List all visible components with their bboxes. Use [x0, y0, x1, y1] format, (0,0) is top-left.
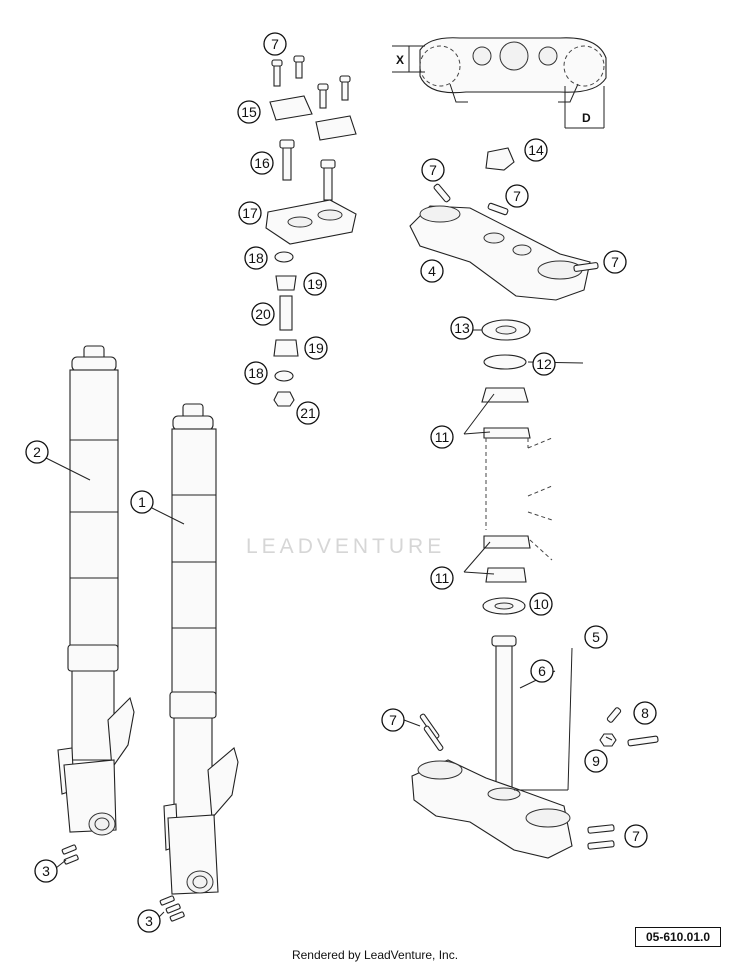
callout-lower-clamp-pinch-bolts: 7	[624, 824, 648, 848]
callout-stop-nut: 9	[584, 749, 608, 773]
svg-text:13: 13	[454, 320, 470, 336]
upper-triple-clamp-plan-drawing	[419, 37, 607, 103]
callout-bearing-upper: 11	[430, 425, 454, 449]
svg-text:19: 19	[308, 340, 324, 356]
svg-text:7: 7	[389, 712, 397, 728]
callout-handlebar-clamp-upper: 15	[237, 100, 261, 124]
callout-seal-ring: 12	[532, 352, 556, 376]
svg-text:7: 7	[513, 188, 521, 204]
svg-text:3: 3	[42, 863, 50, 879]
svg-text:6: 6	[538, 663, 546, 679]
render-credit: Rendered by LeadVenture, Inc.	[291, 948, 459, 962]
svg-text:12: 12	[536, 356, 552, 372]
callout-handlebar-clamp-lower: 17	[238, 201, 262, 225]
svg-text:7: 7	[429, 162, 437, 178]
svg-text:2: 2	[33, 444, 41, 460]
callout-fork-leg-left: 2	[25, 440, 49, 464]
diagram-code: 05-610.01.0	[635, 927, 721, 947]
lower-triple-clamp-drawing	[411, 635, 659, 859]
callout-spacer-sleeve: 20	[251, 302, 275, 326]
callout-collar-nut: 21	[296, 401, 320, 425]
stem-nut-drawing	[485, 147, 515, 171]
callout-dust-seal-lower: 10	[529, 592, 553, 616]
svg-text:14: 14	[528, 142, 544, 158]
svg-text:16: 16	[254, 155, 270, 171]
callout-rubber-bushing-lower: 19	[304, 336, 328, 360]
svg-text:4: 4	[428, 263, 436, 279]
svg-text:15: 15	[241, 104, 257, 120]
svg-text:7: 7	[632, 828, 640, 844]
callout-axle-clamp-screws-right: 3	[137, 909, 161, 933]
callout-bearing-lower: 11	[430, 566, 454, 590]
callout-washer-lower: 18	[244, 361, 268, 385]
axle-clamp-screws-right-drawing	[159, 895, 185, 922]
svg-text:7: 7	[271, 36, 279, 52]
handlebar-clamp-stack-drawing	[265, 55, 357, 407]
callout-dust-cover: 13	[450, 316, 474, 340]
callout-upper-clamp-pinch-bolt: 7	[603, 250, 627, 274]
callout-stem-nut: 14	[524, 138, 548, 162]
callout-upper-clamp-bolt-left: 7	[421, 158, 445, 182]
svg-text:8: 8	[641, 705, 649, 721]
callout-steering-stem: 6	[530, 659, 554, 683]
callout-upper-clamp-bolt-right: 7	[505, 184, 529, 208]
callout-handlebar-clamp-bolts: 7	[263, 32, 287, 56]
svg-text:10: 10	[533, 596, 549, 612]
callout-handlebar-clamp-screw: 16	[250, 151, 274, 175]
svg-text:11: 11	[435, 570, 450, 586]
callout-fork-leg-right: 1	[130, 490, 154, 514]
upper-triple-clamp-drawing	[409, 183, 599, 301]
callout-lower-triple-clamp: 5	[584, 625, 608, 649]
svg-text:11: 11	[435, 429, 450, 445]
svg-text:19: 19	[307, 276, 323, 292]
fork-leg-left-drawing	[57, 345, 135, 836]
svg-text:3: 3	[145, 913, 153, 929]
callout-axle-clamp-screws-left: 3	[34, 859, 58, 883]
callout-washer-upper: 18	[244, 246, 268, 270]
svg-text:5: 5	[592, 629, 600, 645]
callout-upper-triple-clamp: 4	[420, 259, 444, 283]
svg-text:18: 18	[248, 365, 264, 381]
svg-text:1: 1	[138, 494, 146, 510]
svg-text:21: 21	[300, 405, 316, 421]
dimension-d-label: D	[582, 111, 591, 125]
svg-text:7: 7	[611, 254, 619, 270]
callout-stop-screw: 8	[633, 701, 657, 725]
svg-text:17: 17	[242, 205, 258, 221]
fork-leg-right-drawing	[163, 403, 239, 895]
svg-text:18: 18	[248, 250, 264, 266]
axle-clamp-screws-left-drawing	[61, 844, 79, 865]
watermark: LEADVENTURE	[246, 535, 446, 558]
steering-head-bearings-drawing	[481, 319, 553, 615]
callout-lower-clamp-bolts-top: 7	[381, 708, 405, 732]
callout-rubber-bushing-upper: 19	[303, 272, 327, 296]
svg-text:9: 9	[592, 753, 600, 769]
svg-text:20: 20	[255, 306, 271, 322]
dimension-x-label: X	[396, 53, 404, 67]
clamp-dimensions: X D	[392, 45, 605, 129]
